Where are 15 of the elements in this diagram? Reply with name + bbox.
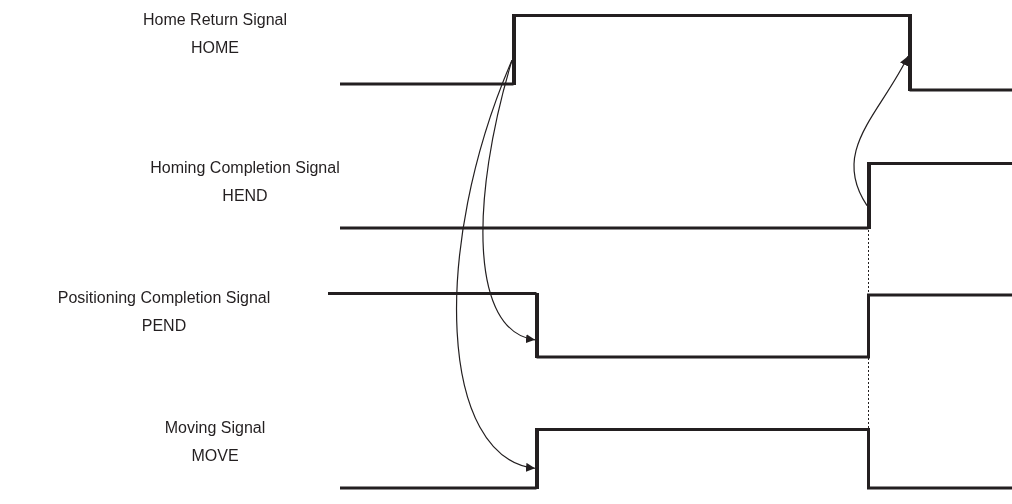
signal-abbreviation: MOVE bbox=[191, 446, 239, 466]
signal-name: Home Return Signal bbox=[142, 10, 288, 30]
signal-transition bbox=[512, 14, 516, 85]
signal-name: Homing Completion Signal bbox=[150, 158, 340, 178]
curved-arrow bbox=[853, 55, 909, 207]
signal-abbreviation: HEND bbox=[222, 186, 268, 206]
signal-transition bbox=[867, 162, 871, 229]
signal-transition bbox=[535, 428, 539, 489]
signal-name: Positioning Completion Signal bbox=[57, 288, 271, 308]
curved-arrow bbox=[456, 59, 536, 470]
signal-transition bbox=[908, 14, 912, 91]
signal-transition bbox=[535, 293, 539, 358]
signal-abbreviation: PEND bbox=[141, 316, 187, 336]
signal-abbreviation: HOME bbox=[191, 38, 239, 58]
signal-name: Moving Signal bbox=[164, 418, 266, 438]
